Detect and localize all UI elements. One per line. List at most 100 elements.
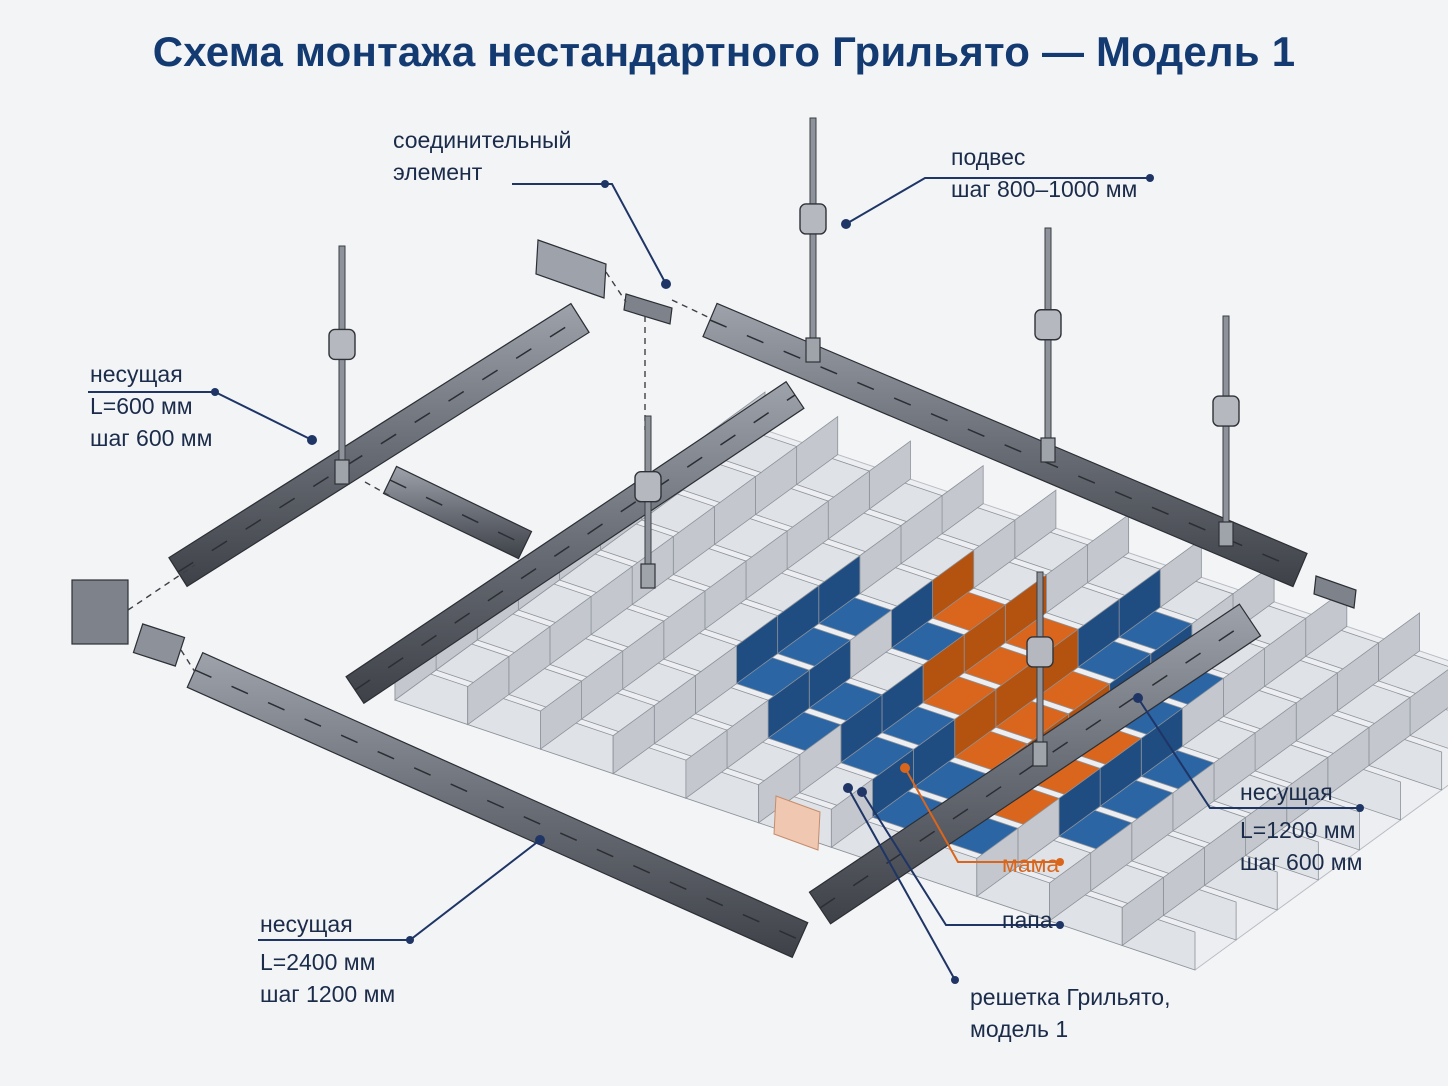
hanger-2 <box>799 117 827 363</box>
leader-mama-line <box>904 767 1060 863</box>
leader-carrier-1200 <box>1133 693 1364 812</box>
rail-inner-body <box>345 380 805 705</box>
connector-label-line2: элемент <box>393 159 483 185</box>
carrier-2400-length: L=2400 мм <box>260 949 376 975</box>
carrier-2400-head: несущая <box>260 911 353 937</box>
hangers <box>328 117 1240 767</box>
hanger-label-line1: подвес <box>951 144 1026 170</box>
leader-mama-end-dot <box>1056 858 1064 866</box>
leader-carrier-1200-end-dot <box>1356 804 1364 812</box>
hanger-1 <box>328 245 356 485</box>
carrier-600-label: несущая L=600 мм шаг 600 мм <box>90 358 212 454</box>
hanger-4-bracket <box>1212 395 1240 427</box>
leader-papa <box>857 787 1064 929</box>
assembly-line <box>127 564 196 611</box>
leader-hanger <box>841 174 1154 229</box>
grilyato-grid <box>393 391 1448 971</box>
connector-right <box>1313 575 1357 609</box>
grid-cross-slat <box>685 729 728 799</box>
carrier-1200-step: шаг 600 мм <box>1240 849 1363 875</box>
grid-label: решетка Грильято, модель 1 <box>970 981 1170 1045</box>
assembly-line <box>364 481 391 497</box>
leader-connector-dot <box>661 279 671 289</box>
leader-mama <box>900 763 1064 866</box>
hanger-4-clip <box>1218 521 1234 547</box>
leader-carrier-600-end-dot <box>211 388 219 396</box>
carrier-600-head: несущая <box>90 361 183 387</box>
hanger-3-bracket <box>1034 309 1062 341</box>
leader-mama-dot <box>900 763 910 773</box>
hanger-2-clip <box>805 337 821 363</box>
hanger-3 <box>1034 227 1062 463</box>
leader-hanger-dot <box>841 219 851 229</box>
papa-label: папа <box>1002 907 1053 933</box>
hanger-3-clip <box>1040 437 1056 463</box>
hanger-4-rod <box>1222 315 1230 541</box>
leader-carrier-600-line <box>88 391 313 441</box>
leader-grid <box>843 783 959 984</box>
leader-hanger-line <box>845 177 1150 225</box>
leader-carrier-2400 <box>258 835 545 944</box>
page-title: Схема монтажа нестандартного Грильято — … <box>152 28 1296 75</box>
hanger-3-rod <box>1044 227 1052 457</box>
leader-hanger-end-dot <box>1146 174 1154 182</box>
leader-lines <box>88 174 1364 984</box>
grid-label-line2: модель 1 <box>970 1016 1069 1042</box>
connector-left <box>132 623 186 667</box>
hanger-6 <box>1026 571 1054 767</box>
hanger-2-rod <box>809 117 817 357</box>
rail-1200-slots <box>819 619 1251 909</box>
carrier-2400-step: шаг 1200 мм <box>260 981 396 1007</box>
carrier-600-length: L=600 мм <box>90 393 193 419</box>
connector-label-line1: соединительный <box>393 127 572 153</box>
hanger-5-bracket <box>634 471 662 503</box>
rail-600-body <box>168 302 590 588</box>
mama-label: мама <box>1002 851 1060 877</box>
rail-inner-slots <box>354 394 796 691</box>
hanger-5 <box>634 415 662 589</box>
leader-connector <box>512 180 671 289</box>
leader-papa-dot <box>857 787 867 797</box>
leader-connector-line <box>512 183 667 285</box>
grid-cross-slat <box>1049 852 1092 922</box>
hanger-1-clip <box>334 459 350 485</box>
leader-carrier-600-dot <box>307 435 317 445</box>
leader-carrier-2400-end-dot <box>406 936 414 944</box>
rail-inner <box>345 380 805 705</box>
grid-label-line1: решетка Грильято, <box>970 984 1171 1010</box>
connector-label: соединительный элемент <box>393 124 571 188</box>
hanger-4 <box>1212 315 1240 547</box>
rail-short-slots <box>389 479 526 546</box>
leader-grid-line <box>847 787 956 981</box>
leader-carrier-2400-line <box>258 839 541 941</box>
grid-cross-slat <box>1121 876 1164 947</box>
leader-papa-end-dot <box>1056 921 1064 929</box>
grid-cross-slat <box>540 680 582 750</box>
hanger-1-rod <box>338 245 346 479</box>
rail-top-right-slots <box>709 319 1301 571</box>
connector-top-small <box>623 293 673 325</box>
rail-top-right <box>702 302 1308 588</box>
leader-connector-end-dot <box>601 180 609 188</box>
loose-slat <box>773 795 821 851</box>
rail-short-body <box>382 465 533 560</box>
rail-2400 <box>186 651 809 959</box>
carrier-1200-label: несущая L=1200 мм шаг 600 мм <box>1240 776 1362 878</box>
leader-carrier-1200-dot <box>1133 693 1143 703</box>
rail-short <box>382 465 533 560</box>
grid-cross-slat <box>612 704 655 775</box>
leader-papa-line <box>861 791 1060 926</box>
grid-cross-slat <box>467 655 510 726</box>
leader-carrier-2400-dot <box>535 835 545 845</box>
assembly-line <box>605 271 627 303</box>
leader-carrier-600 <box>88 388 317 445</box>
hanger-2-bracket <box>799 203 827 235</box>
carrier-600-step: шаг 600 мм <box>90 425 213 451</box>
carrier-1200-head: несущая <box>1240 779 1333 805</box>
hanger-label: подвес шаг 800–1000 мм <box>951 141 1137 205</box>
hanger-6-clip <box>1032 741 1048 767</box>
assembly-line <box>180 649 196 673</box>
leader-grid-dot <box>843 783 853 793</box>
